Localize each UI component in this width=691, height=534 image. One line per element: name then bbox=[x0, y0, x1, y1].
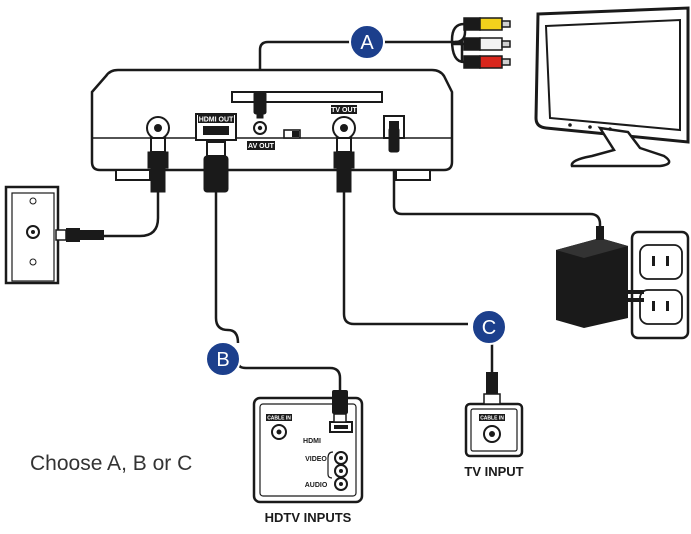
hdmi-out-label: HDMI OUT bbox=[199, 117, 234, 124]
coax-plug-left bbox=[147, 137, 169, 193]
disc-slot bbox=[231, 91, 383, 103]
rca-yellow bbox=[463, 17, 511, 31]
instruction-caption: Choose A, B or C bbox=[30, 452, 193, 475]
hdmi-plug-box bbox=[203, 141, 229, 193]
cable-wall bbox=[102, 192, 160, 238]
cable-c bbox=[342, 192, 468, 326]
badge-a: A bbox=[349, 24, 385, 60]
av-out-label: AV OUT bbox=[248, 143, 275, 150]
tv-input-panel: CABLE IN bbox=[464, 402, 524, 458]
hdtv-hdmi-label: HDMI bbox=[303, 438, 321, 445]
hdmi-out-port bbox=[203, 126, 229, 135]
hdmi-plug-hdtv bbox=[332, 390, 348, 423]
cable-b2 bbox=[236, 361, 342, 392]
wall-coax-outlet bbox=[4, 185, 60, 285]
hdtv-input-panel: CABLE IN HDMI VIDEO AUDIO bbox=[252, 396, 364, 504]
rca-white bbox=[463, 37, 511, 51]
coax-plug-tv-input bbox=[483, 372, 501, 405]
television bbox=[534, 6, 690, 168]
hdtv-inputs-title: HDTV INPUTS bbox=[265, 510, 352, 525]
badge-b: B bbox=[205, 341, 241, 377]
badge-b-letter: B bbox=[216, 349, 229, 371]
hdtv-cable-in-label: CABLE IN bbox=[267, 416, 291, 422]
badge-c: C bbox=[471, 309, 507, 345]
tv-cable-in-label: CABLE IN bbox=[480, 416, 504, 422]
cable-b bbox=[214, 192, 240, 344]
set-top-box: HDMI OUT AV OUT TV OUT bbox=[90, 68, 454, 181]
rca-plugs bbox=[450, 17, 511, 69]
tv-screen bbox=[544, 18, 681, 132]
hdmi-out-label-bg bbox=[198, 115, 234, 123]
coax-plug-tv-out bbox=[333, 137, 355, 193]
box-plugs bbox=[147, 91, 400, 193]
tv-stand bbox=[570, 126, 671, 168]
power-adapter bbox=[556, 226, 644, 328]
wall-coax-plug bbox=[55, 228, 104, 242]
tv-out-label: TV OUT bbox=[331, 107, 357, 114]
box-foot-right bbox=[395, 169, 431, 181]
badge-a-letter: A bbox=[360, 32, 374, 54]
tv-input-title: TV INPUT bbox=[464, 464, 523, 479]
hdtv-video-label: VIDEO bbox=[305, 456, 327, 463]
hdtv-audio-label: AUDIO bbox=[305, 482, 328, 489]
power-outlet bbox=[630, 230, 690, 340]
rca-red bbox=[463, 55, 511, 69]
cable-power bbox=[392, 150, 602, 238]
badge-c-letter: C bbox=[482, 317, 496, 339]
box-foot-left bbox=[115, 169, 151, 181]
av-plug bbox=[253, 91, 267, 119]
power-plug bbox=[388, 127, 400, 153]
